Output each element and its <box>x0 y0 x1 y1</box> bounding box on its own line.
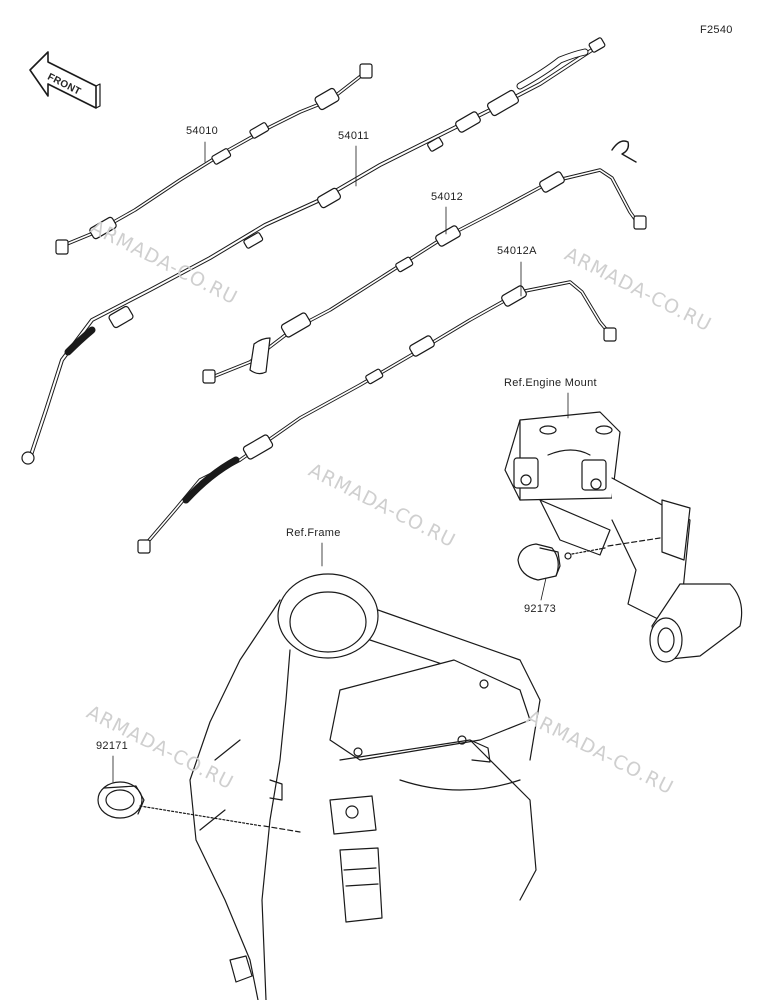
part-label-92173: 92173 <box>524 603 557 615</box>
cable-54010 <box>55 63 373 255</box>
part-label-54012: 54012 <box>431 191 464 203</box>
frame <box>189 573 541 1000</box>
part-label-54012a: 54012A <box>497 245 537 257</box>
front-arrow-icon <box>29 51 101 109</box>
ref-engine-mount-label: Ref.Engine Mount <box>504 377 597 389</box>
part-label-54010: 54010 <box>186 125 219 137</box>
ref-frame-label: Ref.Frame <box>286 527 341 539</box>
cable-54011 <box>21 37 606 465</box>
leader-lines <box>112 141 569 783</box>
cable-54012 <box>202 140 647 384</box>
engine-mount <box>504 411 743 663</box>
clamp-92173 <box>517 537 661 581</box>
figure-code: F2540 <box>700 24 733 36</box>
part-label-92171: 92171 <box>96 740 129 752</box>
part-label-54011: 54011 <box>338 130 370 142</box>
cable-54012a <box>137 280 617 554</box>
clamp-92171 <box>97 781 301 833</box>
